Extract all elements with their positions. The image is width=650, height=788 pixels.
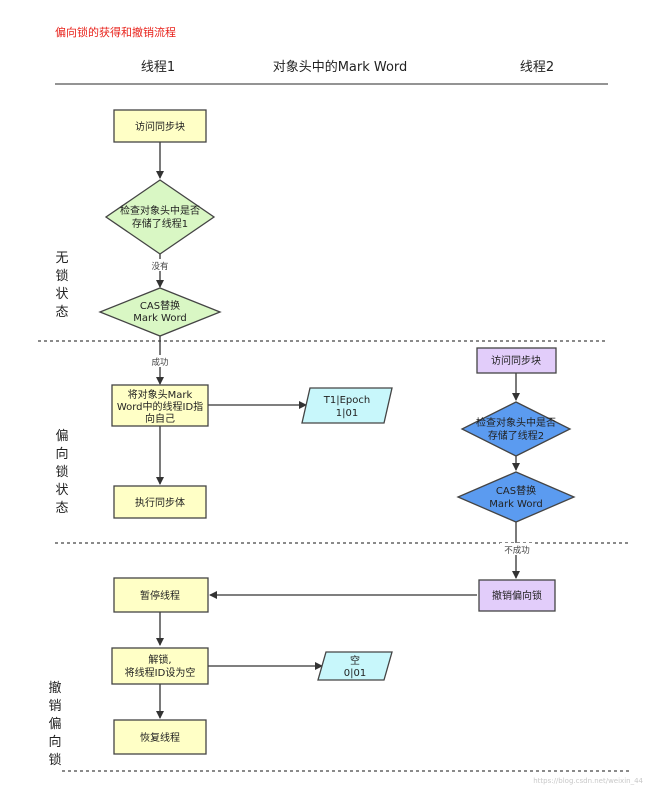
header-markword: 对象头中的Mark Word [273, 59, 408, 75]
state-label-revoke: 撤 销 偏 向 锁 [48, 680, 61, 768]
node-t2-access: 访问同步块 [476, 347, 557, 374]
svg-text:将线程ID设为空: 将线程ID设为空 [125, 666, 196, 679]
svg-text:访问同步块: 访问同步块 [135, 120, 185, 133]
svg-text:1|01: 1|01 [336, 408, 358, 419]
node-t1-resume: 恢复线程 [113, 719, 207, 755]
node-t1-access: 访问同步块 [113, 109, 207, 143]
svg-text:检查对象头中是否: 检查对象头中是否 [120, 204, 200, 217]
node-markword-biased: T1|Epoch 1|01 [301, 387, 393, 424]
svg-text:空: 空 [350, 654, 360, 667]
svg-text:偏: 偏 [55, 429, 68, 444]
svg-text:执行同步体: 执行同步体 [135, 496, 185, 509]
svg-text:将对象头Mark: 将对象头Mark [128, 388, 193, 401]
svg-text:Mark Word: Mark Word [489, 499, 543, 510]
node-t2-check: 检查对象头中是否 存储了线程2 [460, 401, 572, 457]
svg-text:访问同步块: 访问同步块 [491, 354, 541, 367]
svg-text:锁: 锁 [48, 752, 61, 768]
svg-text:解锁,: 解锁, [148, 653, 171, 666]
node-t1-check: 检查对象头中是否 存储了线程1 [104, 179, 216, 255]
svg-text:无: 无 [55, 251, 68, 266]
svg-text:偏: 偏 [48, 717, 61, 732]
svg-text:撤销偏向锁: 撤销偏向锁 [492, 589, 542, 602]
svg-text:向: 向 [55, 446, 68, 462]
state-label-lockfree: 无 锁 状 态 [55, 251, 68, 320]
node-markword-empty: 空 0|01 [317, 651, 393, 681]
node-t1-point-self: 将对象头Mark Word中的线程ID指 向自己 [111, 384, 209, 427]
node-t1-cas: CAS替换 Mark Word [98, 287, 222, 337]
svg-text:态: 态 [55, 305, 68, 320]
edge-label-none: 没有 [151, 261, 168, 272]
svg-text:恢复线程: 恢复线程 [140, 731, 180, 744]
state-label-biased: 偏 向 锁 状 态 [55, 429, 68, 516]
header-thread1: 线程1 [141, 60, 175, 75]
svg-text:Mark Word: Mark Word [133, 313, 187, 324]
svg-text:态: 态 [55, 501, 68, 516]
svg-text:CAS替换: CAS替换 [496, 484, 536, 497]
node-t2-revoke: 撤销偏向锁 [478, 579, 556, 612]
node-t1-pause: 暂停线程 [113, 577, 209, 613]
node-t1-exec: 执行同步体 [113, 485, 207, 519]
svg-text:锁: 锁 [55, 464, 68, 480]
svg-text:状: 状 [55, 287, 68, 302]
svg-text:T1|Epoch: T1|Epoch [323, 395, 370, 406]
svg-text:CAS替换: CAS替换 [140, 299, 180, 312]
svg-text:锁: 锁 [55, 268, 68, 284]
svg-text:暂停线程: 暂停线程 [140, 589, 180, 602]
svg-text:销: 销 [48, 699, 61, 714]
svg-text:0|01: 0|01 [344, 668, 366, 679]
edge-label-success: 成功 [151, 357, 168, 368]
page-title: 偏向锁的获得和撤销流程 [55, 25, 176, 39]
edge-label-fail: 不成功 [504, 545, 530, 556]
svg-text:存储了线程2: 存储了线程2 [488, 429, 544, 442]
svg-text:撤: 撤 [48, 680, 61, 696]
svg-text:状: 状 [55, 483, 68, 498]
svg-text:Word中的线程ID指: Word中的线程ID指 [117, 400, 203, 413]
svg-text:向: 向 [48, 734, 61, 750]
node-t2-cas: CAS替换 Mark Word [456, 471, 576, 523]
svg-text:检查对象头中是否: 检查对象头中是否 [476, 416, 556, 429]
watermark: https://blog.csdn.net/weixin_44 [533, 777, 643, 785]
svg-text:向自己: 向自己 [145, 412, 175, 425]
header-thread2: 线程2 [520, 60, 554, 75]
svg-text:存储了线程1: 存储了线程1 [132, 217, 188, 230]
node-t1-unlock: 解锁, 将线程ID设为空 [111, 647, 209, 685]
